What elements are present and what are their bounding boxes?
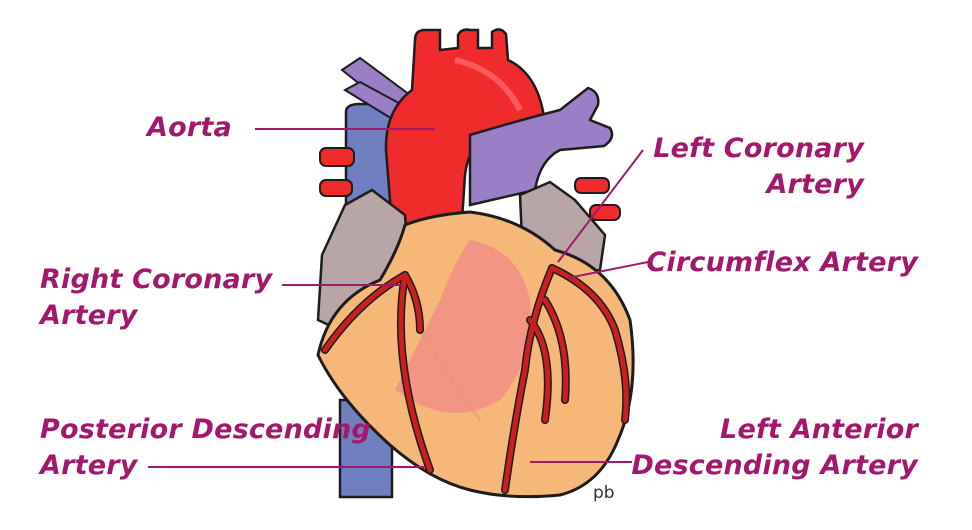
- artist-signature: pb: [593, 483, 615, 503]
- leader-left-coronary: [557, 149, 644, 263]
- coronary-arteries: [321, 264, 631, 494]
- leader-lines: [148, 128, 649, 468]
- label-left-anterior-descending-artery: Left Anterior Descending Artery: [631, 414, 918, 481]
- label-right-coronary-artery: Right Coronary Artery: [40, 264, 273, 331]
- leader-circumflex: [567, 261, 649, 279]
- label-circumflex-artery: Circumflex Artery: [646, 247, 918, 278]
- label-aorta: Aorta: [147, 112, 232, 143]
- pulmonary-artery: [468, 86, 614, 207]
- label-left-coronary-artery: Left Coronary Artery: [653, 133, 864, 200]
- vessel-stubs-left: [319, 147, 355, 197]
- label-posterior-descending-artery: Posterior Descending Artery: [40, 414, 371, 481]
